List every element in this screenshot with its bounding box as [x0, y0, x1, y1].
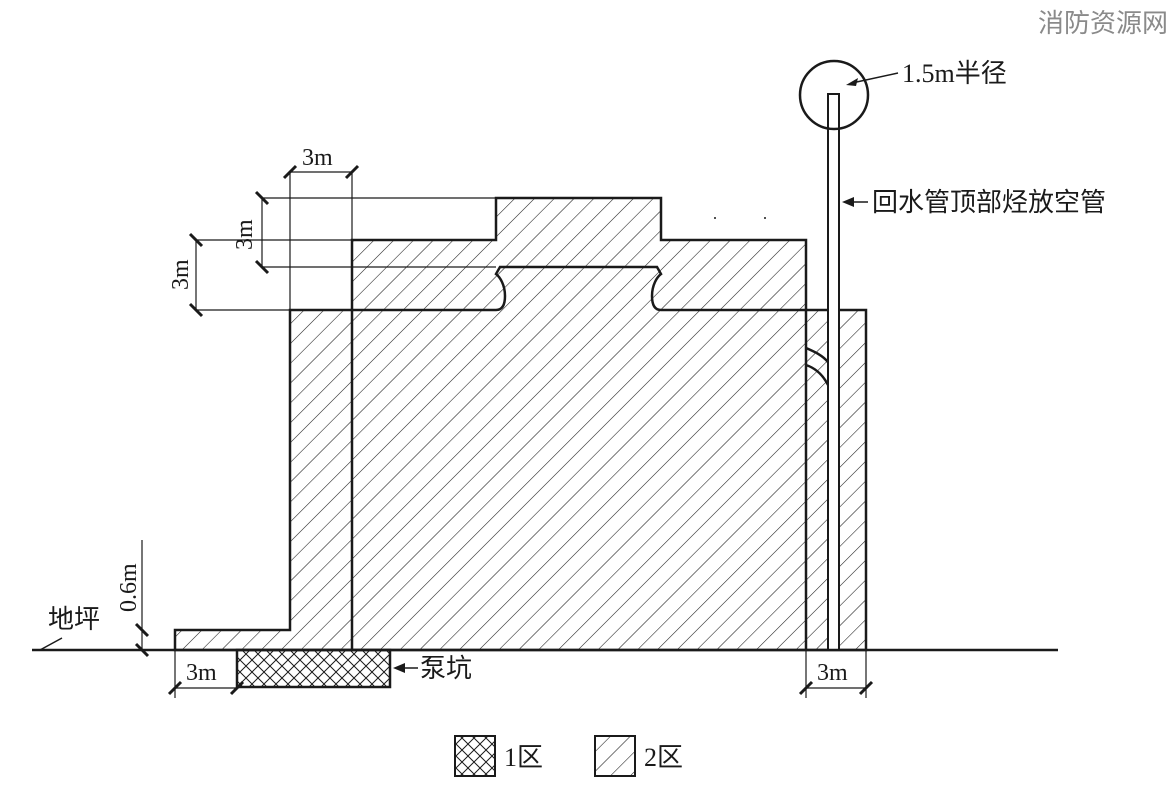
legend-zone1-swatch: [454, 735, 496, 777]
vent-pipe: [827, 93, 840, 651]
dim-left-height-label: 3m: [168, 259, 194, 290]
radius-circle: [798, 59, 870, 131]
dim-bottom-right-label: 3m: [817, 660, 848, 686]
pit-arrowhead: [393, 663, 405, 673]
dim-top-width: [282, 164, 360, 310]
pump-pit-label: 泵坑: [420, 654, 472, 683]
radius-leader: [851, 72, 899, 84]
watermark: 消防资源网: [1038, 8, 1168, 38]
vent-connection: [805, 363, 830, 386]
dim-bottom-left: [167, 650, 245, 698]
dim-bottom-right: [798, 650, 874, 698]
speck: [764, 217, 766, 219]
pump-pit-zone1: [235, 648, 392, 689]
radius-label: 1.5m半径: [902, 59, 1007, 88]
dim-bottom-left-label: 3m: [186, 660, 217, 686]
legend-zone2-swatch: [594, 735, 636, 777]
ground-label: 地坪: [48, 605, 100, 634]
dim-top-height: [254, 190, 496, 275]
legend-zone1-label: 1区: [504, 743, 543, 772]
vent-connection-2: [805, 346, 829, 363]
legend-zone2-label: 2区: [644, 743, 683, 772]
speck: [714, 217, 716, 219]
vent-pipe-label: 回水管顶部烃放空管: [872, 188, 1106, 217]
ground-leader: [39, 637, 63, 651]
dim-top-width-label: 3m: [302, 145, 333, 171]
tank-outline: [350, 265, 808, 650]
vent-arrowhead: [842, 197, 854, 207]
dim-left-height: [188, 232, 352, 318]
dim-base-height: [134, 540, 150, 658]
dim-top-height-label: 3m: [232, 219, 258, 250]
radius-arrowhead: [846, 78, 858, 86]
dim-base-height-label: 0.6m: [116, 563, 142, 612]
